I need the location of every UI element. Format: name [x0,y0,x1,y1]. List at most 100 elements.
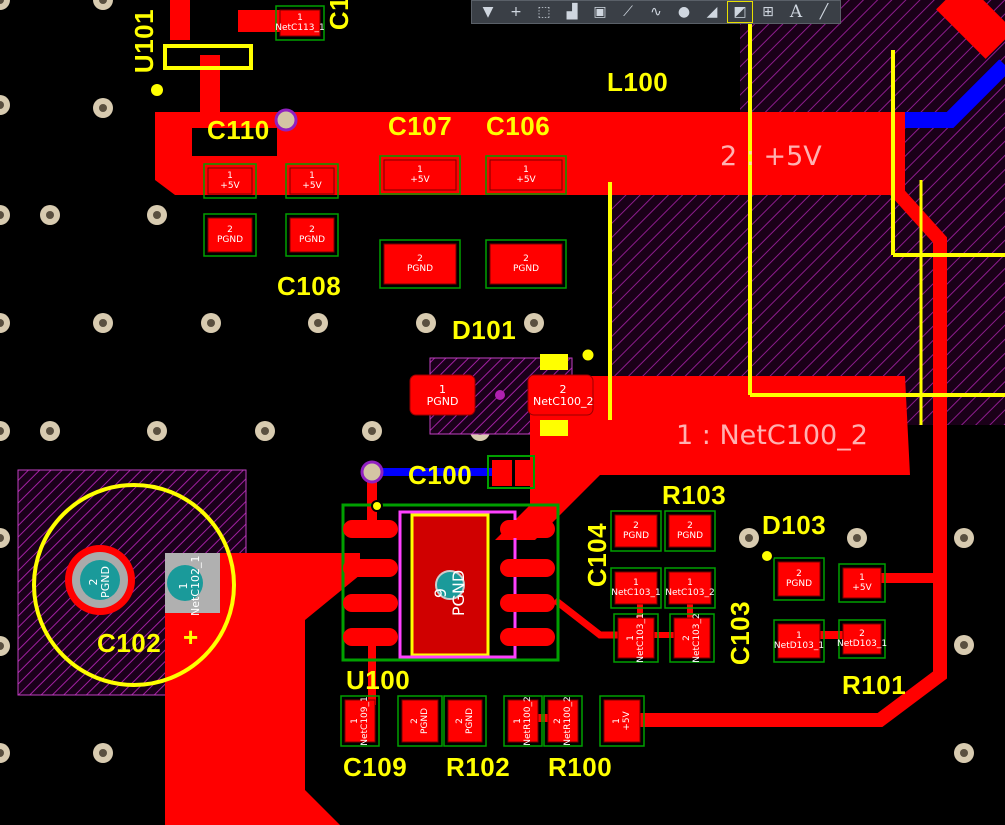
text-icon[interactable]: A [789,2,803,22]
grid-hole-center [0,0,4,4]
pad-r101_2[interactable] [842,623,882,655]
pad-d103_1[interactable] [777,623,821,659]
pad-net: NetC103_2 [665,588,715,598]
dimension-icon[interactable]: ⊞ [762,4,774,20]
top-right-trace[interactable] [936,0,1005,59]
c100-pad-2[interactable] [515,460,533,486]
pad-c108_1[interactable] [289,167,335,195]
pad-c109_1[interactable] [344,699,376,743]
align-icon[interactable]: ▟ [566,4,578,20]
pad-r103_1[interactable] [614,571,658,605]
filter-icon[interactable]: ▼ [482,4,494,20]
pad-number: 1 [227,171,233,181]
c100-pad-1[interactable] [492,460,512,486]
pad-net: +5V [220,181,240,191]
route-icon[interactable]: ⟋ [623,4,633,20]
pad-c108_2[interactable] [289,217,335,253]
d101-pad-1[interactable] [409,374,476,416]
pad-net: NetD103_1 [773,641,825,651]
pad-number: 1 [859,573,865,583]
pad-number: 1 [523,165,529,175]
keepout-icon[interactable]: ◩ [727,1,753,23]
designator-c100: C100 [408,460,473,490]
plus5v-trace-r100[interactable] [620,185,947,727]
pad-label-c107_1: 1+5V [378,165,462,185]
pad-courtyard-c103_1 [613,613,659,663]
u101-pin1-dot [151,84,163,96]
designator-r100: R100 [548,752,613,782]
bottom-trace-top-right[interactable] [905,59,1005,128]
pad-number: 2 [682,635,692,641]
pad-courtyard-r100_1 [599,695,645,747]
grid-hole [0,421,10,441]
pad-net: PGND [99,566,112,598]
pad-number: 1 [417,165,423,175]
pad-number: 2 [227,225,233,235]
pad-c110_1[interactable] [207,167,253,195]
plus5v-via[interactable] [274,108,298,132]
line-icon[interactable]: ╱ [819,4,829,20]
pad-r103_2a[interactable] [614,514,658,548]
diff-pair-icon[interactable]: ∿ [650,4,662,20]
pad-c104_1[interactable] [668,571,712,605]
pad-c106_1[interactable] [489,159,563,191]
smd-pads[interactable] [203,5,886,747]
plus5v-pour[interactable] [155,112,905,195]
netc102-pour[interactable] [165,553,360,825]
pad-r103_2b[interactable] [668,514,712,548]
pad-r101_1[interactable] [842,567,882,599]
designator-d101: D101 [452,315,517,345]
pad-net: PGND [622,531,650,541]
pad-number: 2 [309,225,315,235]
u100-exposed-pad[interactable] [410,513,490,657]
pad-number: 2 [859,629,865,639]
pad-c107_2[interactable] [383,243,457,285]
grid-hole [0,743,10,763]
pad-r100_1[interactable] [603,699,641,743]
pad-c103_2[interactable] [673,617,711,659]
pad-c109_2[interactable] [401,699,439,743]
pad-courtyard-c109_2 [397,695,443,747]
add-icon[interactable]: + [510,4,522,20]
pad-net: NetC103_2 [692,613,702,663]
grid-hole-center [99,319,107,327]
pad-u101_top[interactable] [279,9,321,37]
pad-courtyard-c103_2 [669,613,715,663]
pad-r102_1[interactable] [507,699,539,743]
polygon-icon[interactable]: ◢ [706,4,718,20]
pad-courtyard-r102_1 [503,695,543,747]
pad-number: 2 [553,718,563,724]
c102-pad-1-hole[interactable] [167,565,203,601]
d101-pad-2[interactable] [527,374,594,416]
u100-pins[interactable] [343,520,555,646]
c100-via[interactable] [360,460,384,484]
pad-r100_2[interactable] [547,699,579,743]
designator-u101: U101 [129,8,160,74]
select-rect-icon[interactable]: ⬚ [537,4,551,20]
pad-number: 1 [612,718,622,724]
pad-courtyard-r102_2 [443,695,487,747]
u100-thermal-via[interactable] [435,570,465,600]
pad-c107_1[interactable] [383,159,457,191]
pad-r102_2[interactable] [447,699,483,743]
d101-silk-marker-bottom [540,420,568,436]
pad-c110_2[interactable] [207,217,253,253]
pad-d103_2[interactable] [777,561,821,597]
netc100-pour[interactable] [495,376,910,540]
pad-c103_1[interactable] [617,617,655,659]
pad-courtyard-c110_1 [203,163,257,199]
c102-pad-2-hole[interactable] [80,560,120,600]
pad-label-c110_1: 1+5V [202,171,258,191]
grid-hole-center [0,642,4,650]
u101-trace[interactable] [170,0,190,40]
u101-pin-trace[interactable] [200,55,220,115]
pad-c106_2[interactable] [489,243,563,285]
via-icon[interactable]: ● [677,4,691,20]
component-icon[interactable]: ▣ [593,4,607,20]
designator-l100: L100 [607,67,669,97]
